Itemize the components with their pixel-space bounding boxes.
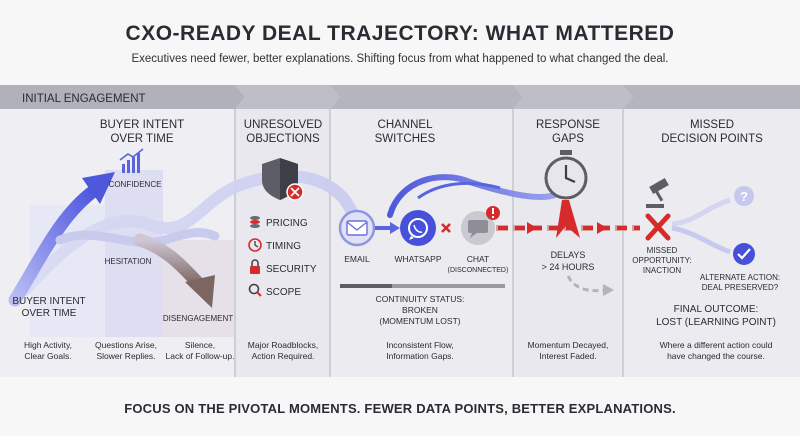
decline-arrowhead <box>185 275 215 308</box>
note-line: Questions Arise, <box>95 340 157 350</box>
page-subtitle: Executives need fewer, better explanatio… <box>131 53 669 65</box>
hesitation-wave <box>55 228 220 247</box>
note-line: Momentum Decayed, <box>528 340 609 350</box>
hesitation-label: HESITATION <box>105 257 152 266</box>
shield-alert-icon <box>262 158 304 201</box>
gap-arrowhead <box>597 222 607 234</box>
delay-spike <box>556 200 580 238</box>
phase-banner <box>0 85 800 109</box>
objection-item: TIMING <box>266 241 301 252</box>
column-objections-bg <box>235 85 330 377</box>
footer-message: FOCUS ON THE PIVOTAL MOMENTS. FEWER DATA… <box>124 401 676 416</box>
stage-title: GAPS <box>552 133 584 145</box>
note-line: Where a different action could <box>660 340 773 350</box>
fork-line <box>671 197 731 227</box>
check-icon <box>733 243 755 265</box>
final-outcome: LOST (LEARNING POINT) <box>656 317 776 328</box>
stage-title: DECISION POINTS <box>661 133 763 145</box>
continuity-status: CONTINUITY STATUS: <box>376 294 465 304</box>
continuity-bar-fill <box>340 284 392 288</box>
note-line: Major Roadblocks, <box>248 340 318 350</box>
missed-label: OPPORTUNITY: <box>632 256 691 265</box>
decay-arrow <box>566 275 606 293</box>
objection-item: SCOPE <box>266 287 301 298</box>
channel-switch-arrow-inner <box>417 181 501 200</box>
delay-label: > 24 HOURS <box>542 262 595 272</box>
note-line: Action Required. <box>252 351 315 361</box>
stage-title: UNRESOLVED <box>244 119 322 131</box>
chat-icon <box>461 206 500 245</box>
continuity-bar <box>340 284 505 288</box>
intent-rise-arrow <box>8 183 102 307</box>
stopwatch-icon <box>544 150 588 200</box>
coins-icon <box>250 216 260 228</box>
lock-icon <box>250 259 260 274</box>
note-line: Information Gaps. <box>386 351 454 361</box>
alternate-label: ALTERNATE ACTION: <box>700 273 780 282</box>
note-line: High Activity, <box>24 340 72 350</box>
disengagement-label: DISENGAGEMENT <box>163 314 233 323</box>
alternate-label: DEAL PRESERVED? <box>702 283 779 292</box>
confidence-label: CONFIDENCE <box>109 180 162 189</box>
note-line: Interest Faded. <box>539 351 596 361</box>
continuity-status: BROKEN <box>402 305 438 315</box>
channel-note: (DISCONNECTED) <box>448 267 509 274</box>
stage-title: OBJECTIONS <box>246 133 320 145</box>
missed-label: MISSED <box>647 246 678 255</box>
intent-axis-label: OVER TIME <box>22 308 77 319</box>
note-line: Clear Goals. <box>24 351 71 361</box>
chart-icon <box>119 148 144 173</box>
objection-item: PRICING <box>266 218 308 229</box>
flow-arrowhead <box>390 222 400 234</box>
decay-arrowhead <box>603 284 614 296</box>
search-icon <box>248 283 262 297</box>
note-line: have changed the course. <box>667 351 765 361</box>
svg-text:?: ? <box>740 189 748 204</box>
stage-title: RESPONSE <box>536 119 600 131</box>
intent-axis-label: BUYER INTENT <box>12 296 85 307</box>
objection-item: SECURITY <box>266 264 317 275</box>
banner-label: INITIAL ENGAGEMENT <box>22 93 146 105</box>
note-line: Lack of Follow-up. <box>166 351 235 361</box>
channel-label: EMAIL <box>344 254 370 264</box>
fork-line <box>671 225 731 255</box>
intent-rise-arrowhead <box>82 172 115 204</box>
note-line: Silence, <box>185 340 215 350</box>
red-x-icon <box>441 223 451 233</box>
missed-label: INACTION <box>643 266 681 275</box>
gap-arrowhead <box>527 222 537 234</box>
page-title: CXO-READY DEAL TRAJECTORY: WHAT MATTERED <box>125 22 675 45</box>
stage-title: BUYER INTENT <box>100 119 184 131</box>
email-icon <box>338 209 376 247</box>
stage-title: OVER TIME <box>110 133 173 145</box>
missed-decision-icon <box>645 213 671 241</box>
stage-title: SWITCHES <box>375 133 436 145</box>
delay-label: DELAYS <box>551 250 586 260</box>
note-line: Inconsistent Flow, <box>386 340 454 350</box>
question-icon: ? <box>734 186 754 206</box>
note-line: Slower Replies. <box>96 351 155 361</box>
confidence-band <box>105 170 163 337</box>
stage-title: CHANNEL <box>378 119 434 131</box>
channel-label: WHATSAPP <box>394 254 441 264</box>
continuity-status: (MOMENTUM LOST) <box>379 316 460 326</box>
stage-title: MISSED <box>690 119 734 131</box>
final-outcome: FINAL OUTCOME: <box>674 304 759 315</box>
clock-icon <box>248 238 262 252</box>
whatsapp-icon <box>400 210 436 246</box>
gavel-icon <box>646 178 669 208</box>
channel-label: CHAT <box>467 254 490 264</box>
